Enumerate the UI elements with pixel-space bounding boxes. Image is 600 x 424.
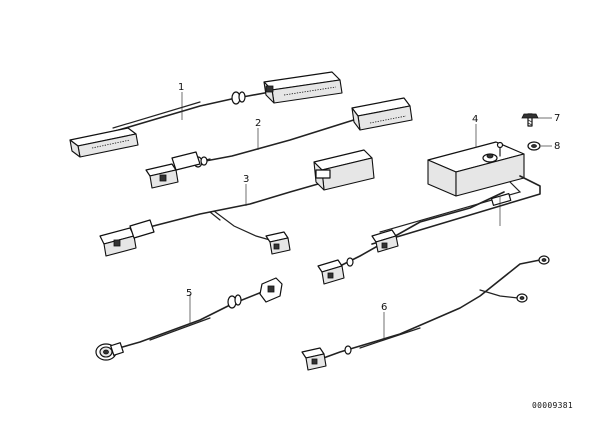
- part-3-branch-plug: [265, 231, 291, 255]
- part-4-plug-b: [317, 257, 354, 285]
- callout-1: 1: [178, 82, 184, 93]
- part-1-connector-left: [69, 127, 139, 158]
- part-3-harness[interactable]: [99, 149, 375, 257]
- part-5-sensor-left: [95, 342, 124, 361]
- part-5-connector-right: [259, 277, 283, 303]
- part-1-cable[interactable]: [69, 71, 343, 158]
- callout-4: 4: [472, 114, 478, 125]
- callout-5: 5: [186, 288, 192, 299]
- part-4-plug-a: [371, 229, 399, 253]
- part-4-control-unit[interactable]: [317, 141, 541, 285]
- part-3-plug-left: [99, 219, 155, 257]
- part-6-cable[interactable]: [301, 255, 550, 371]
- part-1-connector-right: [263, 71, 343, 104]
- callout-3: 3: [243, 174, 249, 185]
- part-2-cable[interactable]: [145, 97, 413, 189]
- part-6-plug: [301, 345, 352, 371]
- part-8-washer[interactable]: [527, 141, 541, 151]
- callout-6: 6: [381, 302, 387, 313]
- part-2-connector-right: [351, 97, 413, 131]
- part-6-ring-terminal-upper: [538, 255, 550, 265]
- part-3-connector-large: [313, 149, 375, 191]
- reference-number: 00009381: [532, 401, 573, 410]
- part-7-screw[interactable]: [521, 113, 539, 127]
- part-2-plug-left: [145, 151, 201, 189]
- callout-8: 8: [554, 141, 560, 152]
- part-6-ring-terminal-lower: [516, 293, 528, 303]
- callout-7: 7: [554, 113, 560, 124]
- part-5-sensor-cable[interactable]: [95, 277, 283, 361]
- callout-2: 2: [255, 118, 261, 129]
